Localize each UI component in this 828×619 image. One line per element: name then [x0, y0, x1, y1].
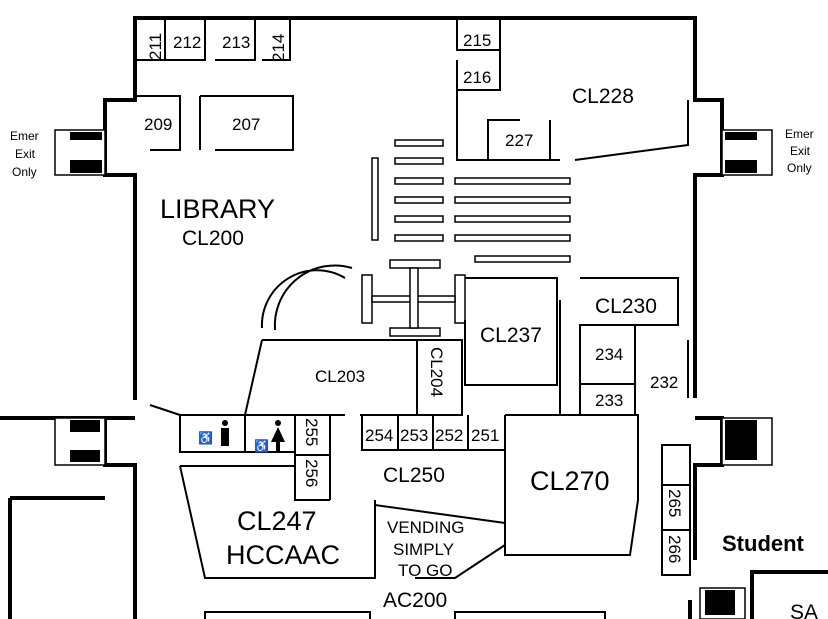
svg-text:Only: Only	[12, 165, 37, 179]
room-227[interactable]: 227	[505, 131, 533, 150]
room-209[interactable]: 209	[144, 115, 172, 134]
vending-line-3: TO GO	[398, 561, 452, 580]
room-266[interactable]: 266	[665, 535, 684, 563]
room-cl247[interactable]: CL247	[237, 506, 317, 536]
room-labels: 211 212 213 214 215 216 CL228 227 209 20…	[144, 31, 818, 619]
room-254[interactable]: 254	[365, 426, 393, 445]
room-cl204[interactable]: CL204	[427, 347, 446, 397]
room-212[interactable]: 212	[173, 33, 201, 52]
accessible-womens-restroom-icon: ♿	[254, 420, 285, 453]
room-213[interactable]: 213	[222, 33, 250, 52]
stairs-bottom-right	[699, 587, 746, 619]
room-233[interactable]: 233	[595, 391, 623, 410]
room-214[interactable]: 214	[269, 34, 288, 62]
sa-label[interactable]: SA	[790, 601, 818, 619]
interior-walls	[135, 18, 691, 619]
svg-text:Emer: Emer	[785, 127, 814, 141]
vending-line-2: SIMPLY	[393, 540, 454, 559]
room-253[interactable]: 253	[400, 426, 428, 445]
room-ac200[interactable]: AC200	[383, 589, 447, 612]
room-256[interactable]: 256	[302, 459, 321, 487]
svg-text:♿: ♿	[254, 439, 269, 453]
room-cl200[interactable]: CL200	[182, 227, 244, 250]
room-cl270[interactable]: CL270	[530, 466, 610, 496]
room-cl237[interactable]: CL237	[480, 324, 542, 347]
student-area-label[interactable]: Student	[722, 531, 805, 556]
vending-line-1: VENDING	[387, 518, 464, 537]
room-cl250[interactable]: CL250	[383, 464, 445, 487]
room-216[interactable]: 216	[463, 68, 491, 87]
room-cl228[interactable]: CL228	[572, 85, 634, 108]
room-265[interactable]: 265	[665, 489, 684, 517]
room-cl230[interactable]: CL230	[595, 295, 657, 318]
svg-text:♿: ♿	[198, 431, 213, 445]
room-hccaac[interactable]: HCCAAC	[226, 540, 340, 570]
room-library[interactable]: LIBRARY	[160, 194, 275, 224]
emergency-exit-left: Emer Exit Only	[10, 129, 39, 179]
room-255[interactable]: 255	[302, 418, 321, 446]
room-252[interactable]: 252	[435, 426, 463, 445]
room-207[interactable]: 207	[232, 115, 260, 134]
stairs-left-mid	[54, 417, 106, 466]
svg-text:Emer: Emer	[10, 129, 39, 143]
svg-text:Only: Only	[787, 161, 812, 175]
room-234[interactable]: 234	[595, 345, 623, 364]
room-cl203[interactable]: CL203	[315, 367, 365, 386]
svg-text:Exit: Exit	[790, 144, 811, 158]
svg-text:Exit: Exit	[15, 147, 36, 161]
room-251[interactable]: 251	[471, 426, 499, 445]
room-215[interactable]: 215	[463, 31, 491, 50]
emergency-exit-right: Emer Exit Only	[785, 127, 814, 175]
room-232[interactable]: 232	[650, 373, 678, 392]
stairs-left-top	[54, 129, 106, 176]
room-211[interactable]: 211	[146, 33, 165, 60]
stairs-right-mid	[721, 417, 773, 466]
stairs-right-top	[721, 129, 773, 176]
accessible-mens-restroom-icon: ♿	[198, 420, 229, 446]
